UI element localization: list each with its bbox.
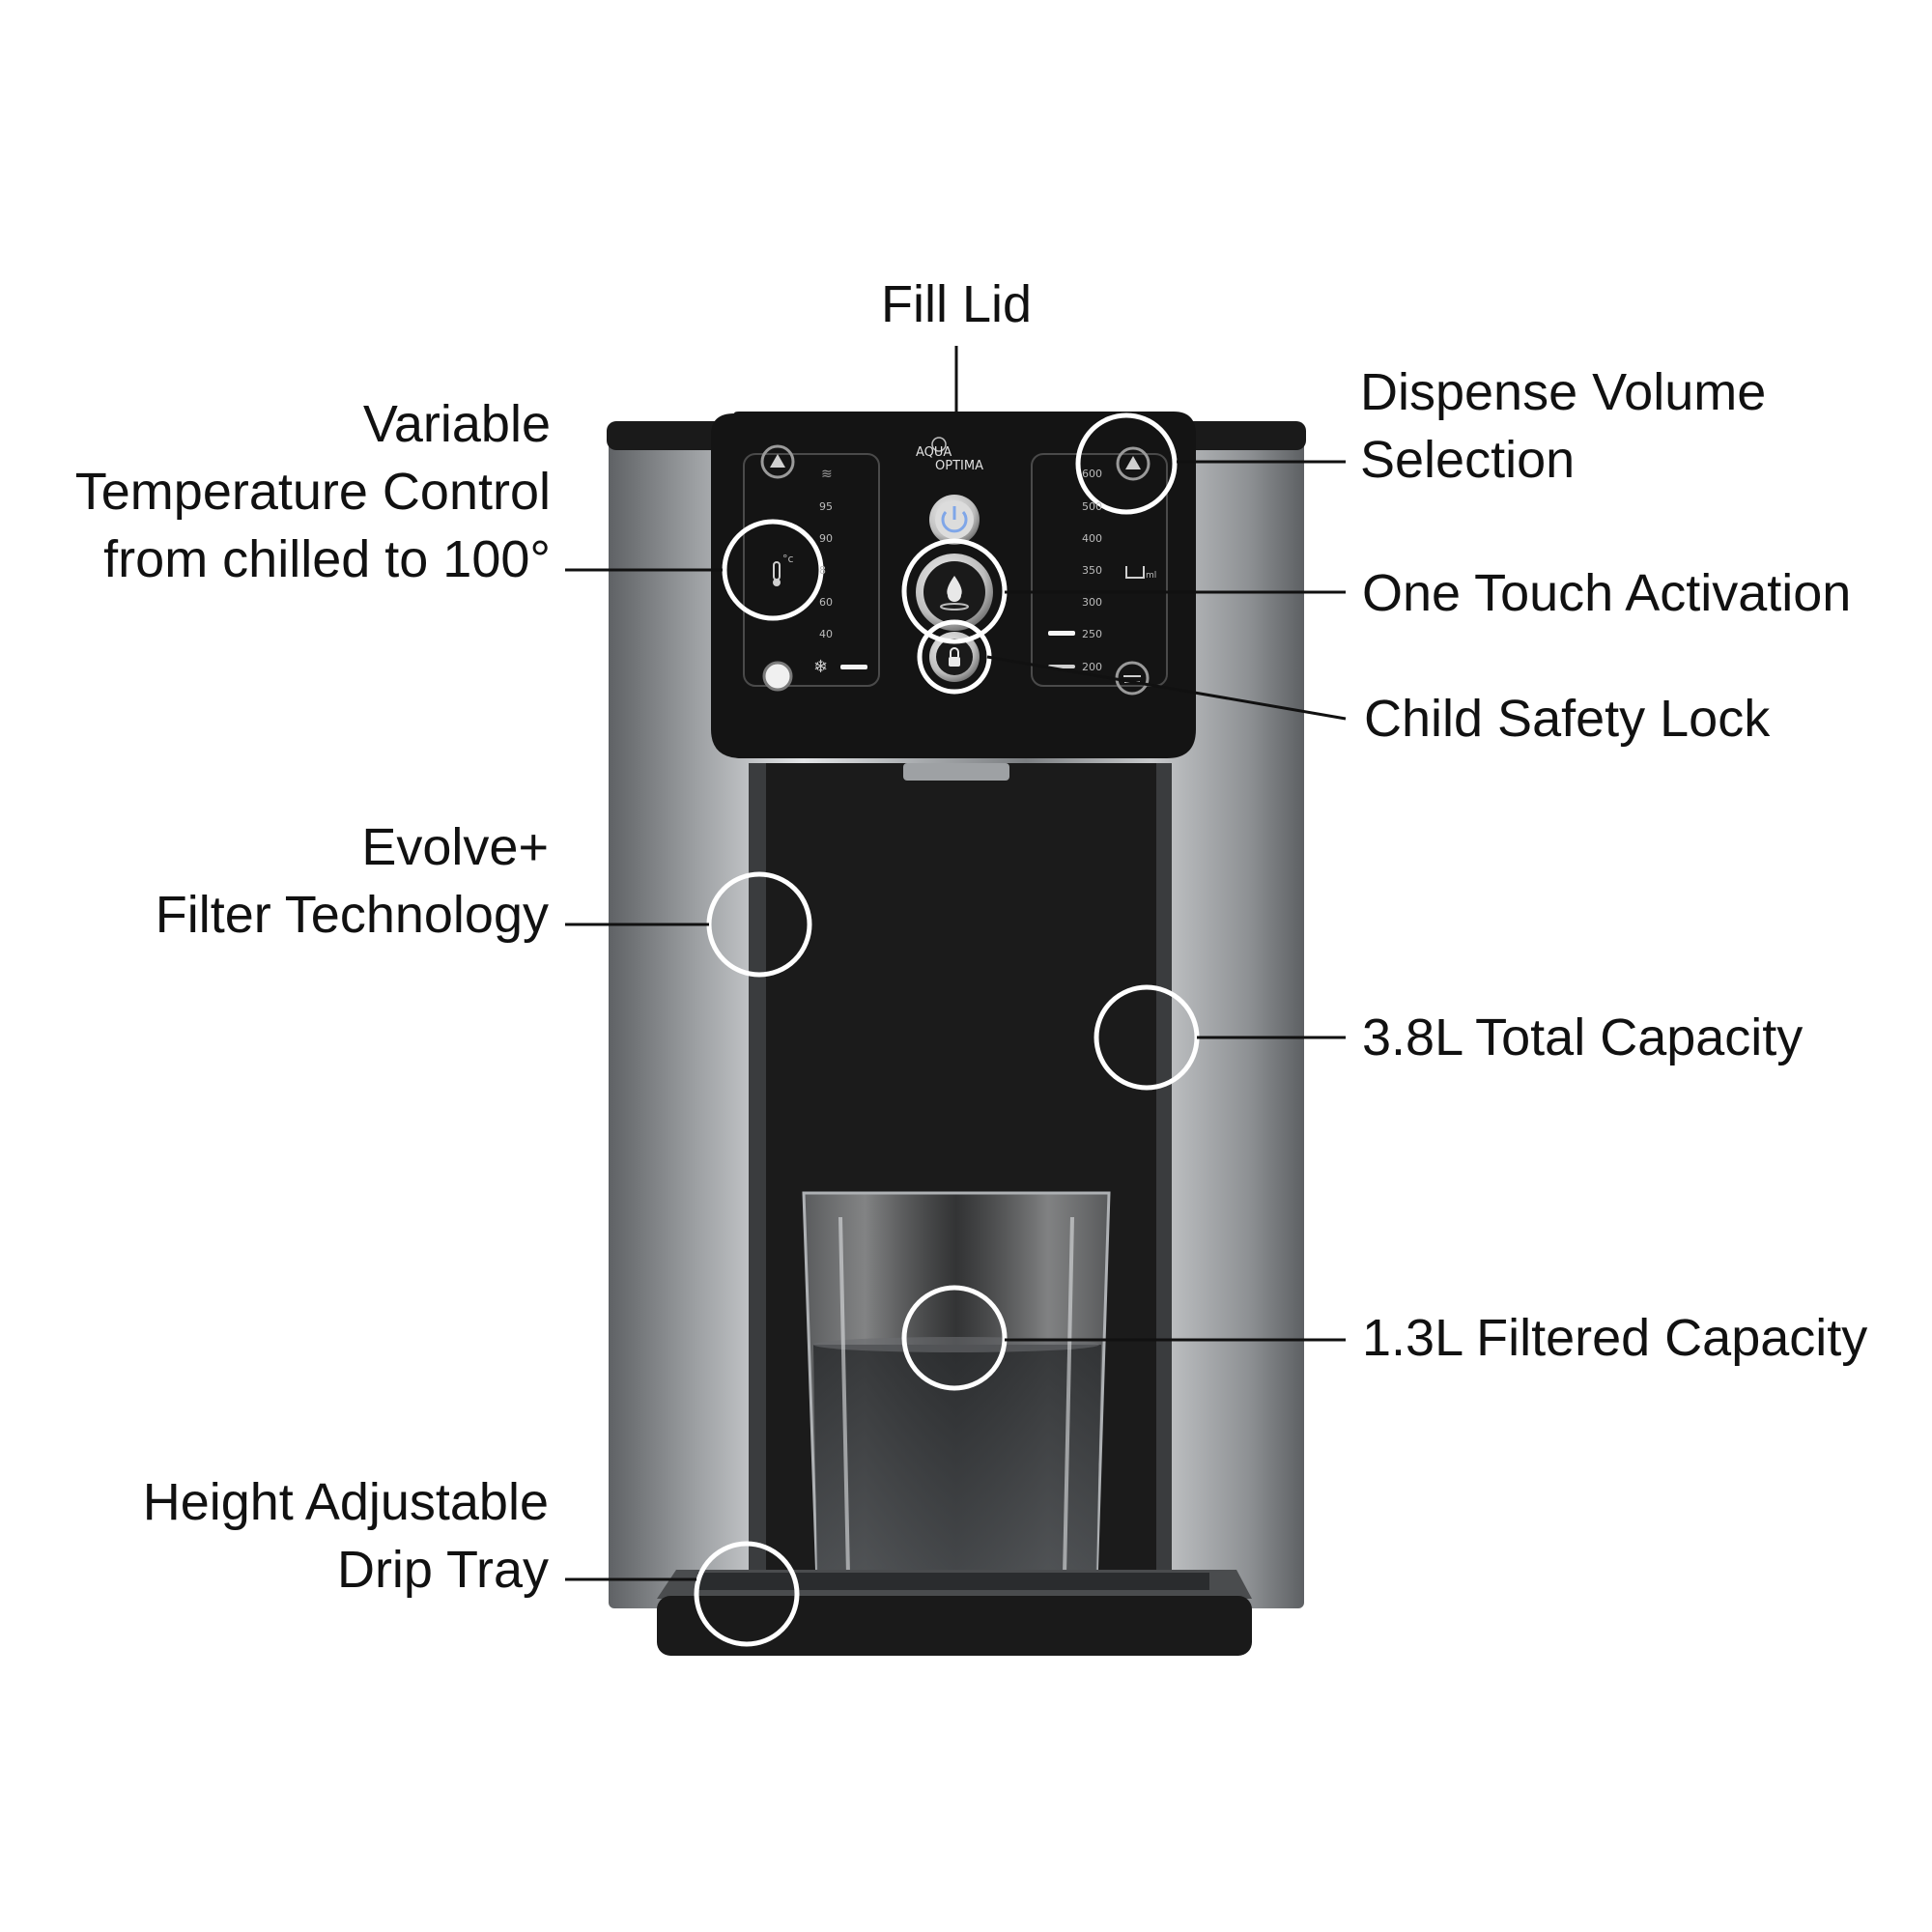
label-temperature-control: Variable Temperature Control from chille… <box>74 395 551 588</box>
drip-tray <box>657 1570 1252 1656</box>
volume-scale-0: 600 <box>1082 468 1102 480</box>
volume-scale-5: 250 <box>1082 628 1102 640</box>
volume-up-button <box>1116 446 1151 481</box>
thermometer-icon <box>773 561 781 586</box>
heat-icon: ≋ <box>821 467 833 482</box>
label-dispense-volume: Dispense Volume Selection <box>1360 363 1767 489</box>
drinking-glass <box>802 1191 1111 1596</box>
label-one-touch-activation: One Touch Activation <box>1362 564 1852 622</box>
label-total-capacity: 3.8L Total Capacity <box>1362 1009 1804 1066</box>
line-child-lock <box>986 655 1347 721</box>
aqua-optima-logo <box>931 437 947 452</box>
brand-line-2: OPTIMA <box>935 459 983 473</box>
label-filtered-capacity: 1.3L Filtered Capacity <box>1362 1309 1868 1367</box>
volume-scale-2: 400 <box>1082 532 1102 545</box>
volume-scale-3: 350 <box>1082 564 1102 577</box>
volume-indicator-bar <box>1048 631 1075 636</box>
label-child-safety-lock: Child Safety Lock <box>1364 690 1771 748</box>
temp-unit: °c <box>782 553 794 565</box>
brand-line-1: AQUA <box>916 445 952 460</box>
volume-scale-6: 200 <box>1082 661 1102 673</box>
temp-scale-4: 40 <box>819 628 833 640</box>
temperature-up-button <box>760 444 795 479</box>
temp-scale-3: 60 <box>819 596 833 609</box>
marker-filtered-capacity <box>901 1285 1008 1391</box>
volume-unit: ml <box>1146 571 1156 581</box>
temp-scale-2: 8 <box>819 564 826 577</box>
dispense-button <box>916 554 993 631</box>
marker-temperature <box>722 519 824 621</box>
temperature-down-button <box>762 661 793 692</box>
volume-scale-4: 300 <box>1082 596 1102 609</box>
temp-scale-1: 90 <box>819 532 833 545</box>
cup-icon <box>1125 566 1145 579</box>
label-drip-tray: Height Adjustable Drip Tray <box>142 1473 549 1599</box>
marker-drip-tray <box>694 1541 800 1647</box>
callout-lines <box>565 346 1347 1581</box>
temperature-indicator-bar <box>840 665 867 669</box>
snowflake-icon: ❄ <box>813 657 828 677</box>
power-button <box>929 495 980 545</box>
spout <box>903 763 1009 781</box>
volume-scale-1: 500 <box>1082 500 1102 513</box>
marker-dispense-volume <box>1075 412 1178 515</box>
label-fill-lid: Fill Lid <box>880 275 1033 333</box>
lock-button <box>929 632 980 682</box>
label-filter-technology: Evolve+ Filter Technology <box>155 818 549 944</box>
temp-scale-0: 95 <box>819 500 833 513</box>
